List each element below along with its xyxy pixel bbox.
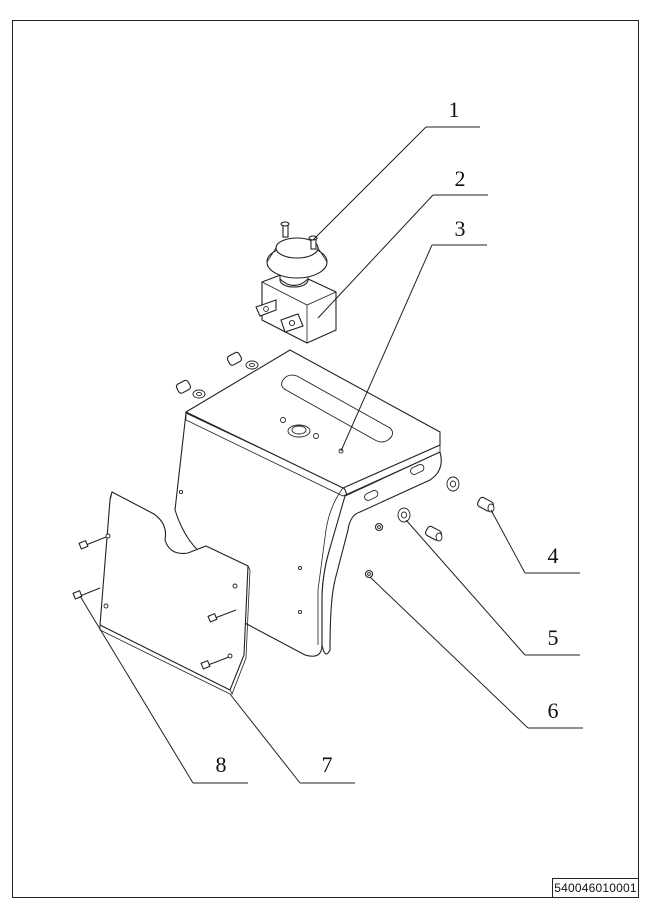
callout-4: 4 bbox=[548, 543, 559, 568]
callout-2: 2 bbox=[455, 166, 466, 191]
drawing-frame bbox=[12, 20, 639, 898]
screws-m3 bbox=[72, 536, 237, 670]
callout-8: 8 bbox=[216, 752, 227, 777]
switch-housing bbox=[255, 270, 337, 344]
callout-7: 7 bbox=[322, 752, 333, 777]
leader-lines bbox=[79, 126, 583, 784]
callout-3: 3 bbox=[455, 216, 466, 241]
part-number-box: 540046010001 bbox=[552, 878, 639, 898]
top-fasteners bbox=[175, 351, 259, 399]
bracket bbox=[174, 349, 442, 657]
callout-5: 5 bbox=[548, 625, 559, 650]
callout-6: 6 bbox=[548, 698, 559, 723]
callout-1: 1 bbox=[449, 97, 460, 122]
callout-labels: 1 2 3 4 5 6 7 8 bbox=[216, 97, 559, 777]
side-fasteners bbox=[364, 476, 495, 579]
push-button bbox=[266, 221, 328, 288]
